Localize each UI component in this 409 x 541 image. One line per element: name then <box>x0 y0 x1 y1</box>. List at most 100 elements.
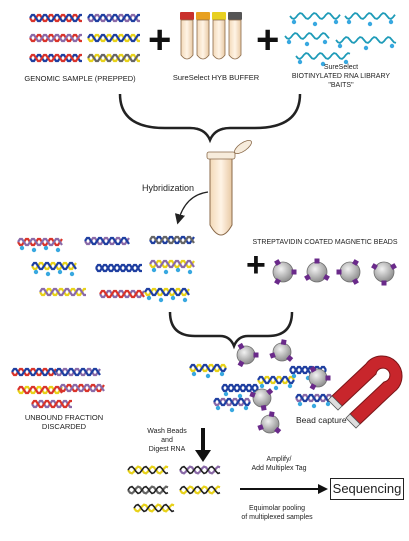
biotin-dot <box>229 407 235 413</box>
dna-helix <box>87 53 140 63</box>
dna-helix <box>149 259 195 269</box>
streptavidin-mark <box>274 278 281 285</box>
rna-bait <box>344 12 396 20</box>
dna-helix <box>295 393 333 403</box>
streptavidin-mark <box>291 269 297 275</box>
streptavidin-mark <box>371 263 378 270</box>
dna-helix <box>39 287 86 297</box>
unbound-dna-cluster <box>11 367 105 409</box>
dna-helix <box>17 237 63 247</box>
streptavidin-mark <box>381 280 387 286</box>
biotin-dot <box>325 401 331 407</box>
biotin-dot <box>297 59 303 65</box>
biotin-dot <box>31 247 37 253</box>
rna-bait-strands <box>284 12 397 67</box>
biotin-dot <box>367 21 373 27</box>
biotin-dot <box>43 245 49 251</box>
biotin-dot <box>187 269 193 275</box>
plus-sign-1: + <box>148 18 172 62</box>
dna-helix <box>29 13 82 23</box>
biotin-dot <box>389 43 395 49</box>
dna-helix <box>29 33 82 43</box>
magnetic-bead <box>269 339 294 362</box>
streptavidin-mark <box>336 269 342 275</box>
hybridization-label: Hybridization <box>142 183 195 193</box>
dna-helix <box>31 399 72 409</box>
pooling-label-line1: Equimolar pooling <box>248 505 306 512</box>
hybridized-dna-cluster <box>17 235 195 303</box>
baits-label-line2: BIOTINYLATED RNA LIBRARY <box>291 73 391 80</box>
baits-label-line3: "BAITS" <box>328 82 354 89</box>
biotin-dot <box>291 19 297 25</box>
streptavidin-mark <box>390 263 397 270</box>
streptavidin-mark <box>352 278 359 285</box>
single-strand <box>127 485 169 495</box>
streptavidin-mark <box>274 426 282 434</box>
wash-label-line1: Wash Beads <box>147 428 187 435</box>
streptavidin-mark <box>325 375 331 381</box>
magnetic-bead <box>257 411 282 434</box>
wash-label-line3: Digest RNA <box>148 446 186 453</box>
magnetic-bead <box>336 259 361 285</box>
genomic-dna-cluster <box>29 13 140 63</box>
rna-bait <box>335 36 397 44</box>
dna-helix <box>87 13 140 23</box>
pooling-label-line2: of multiplexed samples <box>241 514 313 521</box>
streptavidin-mark <box>309 365 317 373</box>
hybridization-tube <box>206 139 252 236</box>
biotin-dot <box>312 21 318 27</box>
biotin-dot <box>170 295 176 301</box>
sequencing-box: Sequencing <box>330 478 404 500</box>
bead-capture-cluster <box>189 339 333 434</box>
biotin-dot <box>237 393 243 399</box>
magnetic-bead <box>249 388 274 411</box>
biotin-dot <box>346 19 352 25</box>
dna-helix <box>95 263 142 273</box>
biotin-dot <box>297 401 303 407</box>
streptavidin-mark <box>260 404 267 411</box>
magnetic-bead <box>371 261 397 286</box>
biotin-dot <box>343 59 349 65</box>
streptavidin-mark <box>352 259 359 266</box>
dna-helix <box>213 397 251 407</box>
magnetic-bead <box>304 258 330 283</box>
tube-yellow <box>212 12 226 60</box>
unbound-label-line1: UNBOUND FRACTION <box>24 413 104 422</box>
streptavidin-beads-row <box>272 258 397 286</box>
hyb-buffer-label: SureSelect HYB BUFFER <box>172 73 260 82</box>
tube-gray <box>228 12 242 60</box>
single-strand <box>179 465 221 475</box>
dna-helix <box>257 375 295 385</box>
biotin-dot <box>286 39 292 45</box>
hyb-buffer-tubes <box>180 12 242 60</box>
streptavidin-mark <box>269 352 276 359</box>
biotin-dot <box>320 61 326 67</box>
hybridization-arrow <box>174 191 209 225</box>
streptavidin-mark <box>309 383 317 391</box>
magnetic-bead <box>308 365 331 391</box>
dna-helix <box>144 287 190 297</box>
rna-bait <box>289 12 341 20</box>
streptavidin-mark <box>237 360 245 368</box>
plus-sign-2: + <box>256 18 280 62</box>
dna-helix <box>59 383 105 393</box>
biotin-dot <box>19 245 25 251</box>
biotin-dot <box>163 269 169 275</box>
streptavidin-mark <box>257 424 264 431</box>
dna-helix <box>55 367 101 377</box>
tube-red <box>180 12 194 60</box>
biotin-dot <box>223 391 229 397</box>
streptavidin-mark <box>253 352 259 358</box>
middle-bracket <box>168 311 294 350</box>
rna-bait <box>295 52 351 60</box>
biotin-dot <box>388 19 394 25</box>
single-strand <box>179 485 221 495</box>
streptavidin-mark <box>323 274 330 281</box>
biotin-dot <box>311 403 317 409</box>
dna-helix <box>149 235 195 245</box>
biotin-dot <box>291 373 297 379</box>
streptavidin-mark <box>304 274 311 281</box>
rna-bait <box>284 32 330 40</box>
biotin-dot <box>191 371 197 377</box>
